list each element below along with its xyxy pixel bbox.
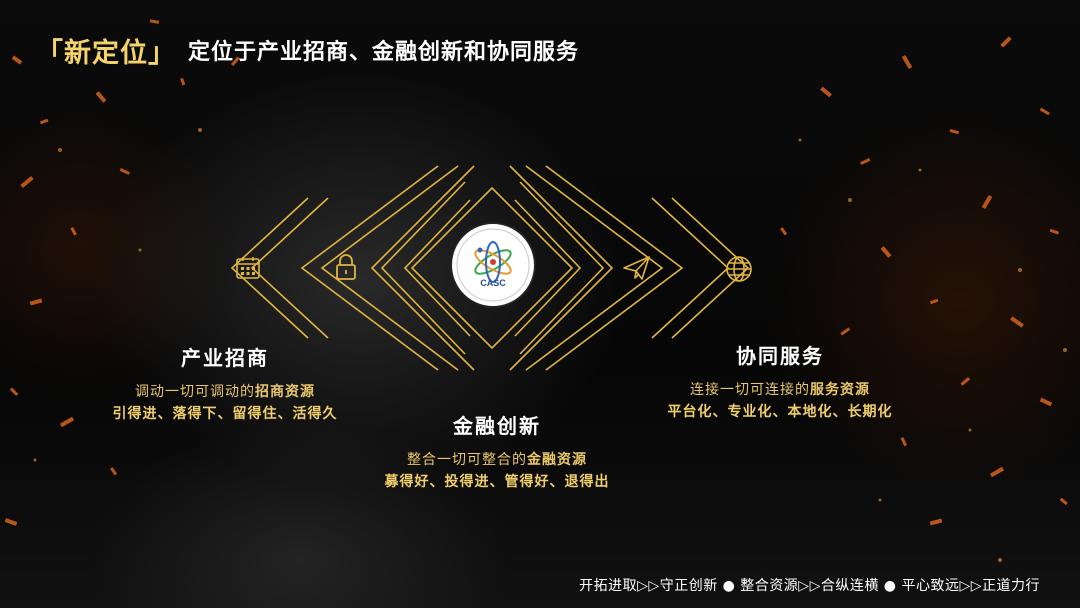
block-line1-prefix: 整合一切可整合的 bbox=[407, 452, 527, 468]
block-service: 协同服务 连接一切可连接的服务资源 平台化、专业化、本地化、长期化 bbox=[635, 340, 925, 421]
section-tag: 「新定位」 bbox=[36, 37, 176, 69]
footer-slogan: 开拓进取▷▷守正创新 ● 整合资源▷▷合纵连横 ● 平心致远▷▷正道力行 bbox=[579, 578, 1040, 594]
header: 「新定位」 定位于产业招商、金融创新和协同服务 bbox=[36, 30, 579, 70]
block-line1: 调动一切可调动的招商资源 bbox=[80, 381, 370, 401]
block-title: 产业招商 bbox=[181, 346, 269, 370]
globe-icon bbox=[726, 256, 752, 282]
casc-logo: CASC bbox=[450, 222, 536, 308]
paper-plane-icon bbox=[623, 256, 650, 280]
block-title: 金融创新 bbox=[453, 414, 541, 438]
left-outer-chevron bbox=[230, 197, 309, 339]
block-line2: 平台化、专业化、本地化、长期化 bbox=[667, 404, 893, 420]
block-finance: 金融创新 整合一切可整合的金融资源 募得好、投得进、管得好、退得出 bbox=[352, 410, 642, 491]
calendar-icon bbox=[236, 257, 260, 279]
page-title: 定位于产业招商、金融创新和协同服务 bbox=[188, 40, 580, 65]
block-line2: 募得好、投得进、管得好、退得出 bbox=[384, 474, 610, 490]
lock-icon bbox=[336, 254, 356, 280]
block-line1: 整合一切可整合的金融资源 bbox=[352, 449, 642, 469]
block-industry: 产业招商 调动一切可调动的招商资源 引得进、落得下、留得住、活得久 bbox=[80, 342, 370, 423]
block-line1-highlight: 招商资源 bbox=[255, 384, 315, 400]
block-line1-prefix: 连接一切可连接的 bbox=[690, 382, 810, 398]
logo-text: CASC bbox=[480, 278, 506, 288]
block-line1: 连接一切可连接的服务资源 bbox=[635, 379, 925, 399]
right-outer-chevron bbox=[651, 197, 730, 339]
block-line2: 引得进、落得下、留得住、活得久 bbox=[112, 406, 338, 422]
block-line1-prefix: 调动一切可调动的 bbox=[135, 384, 255, 400]
block-line1-highlight: 服务资源 bbox=[810, 382, 870, 398]
block-line1-highlight: 金融资源 bbox=[527, 452, 587, 468]
block-title: 协同服务 bbox=[736, 344, 824, 368]
atom-emblem-icon bbox=[456, 228, 530, 302]
